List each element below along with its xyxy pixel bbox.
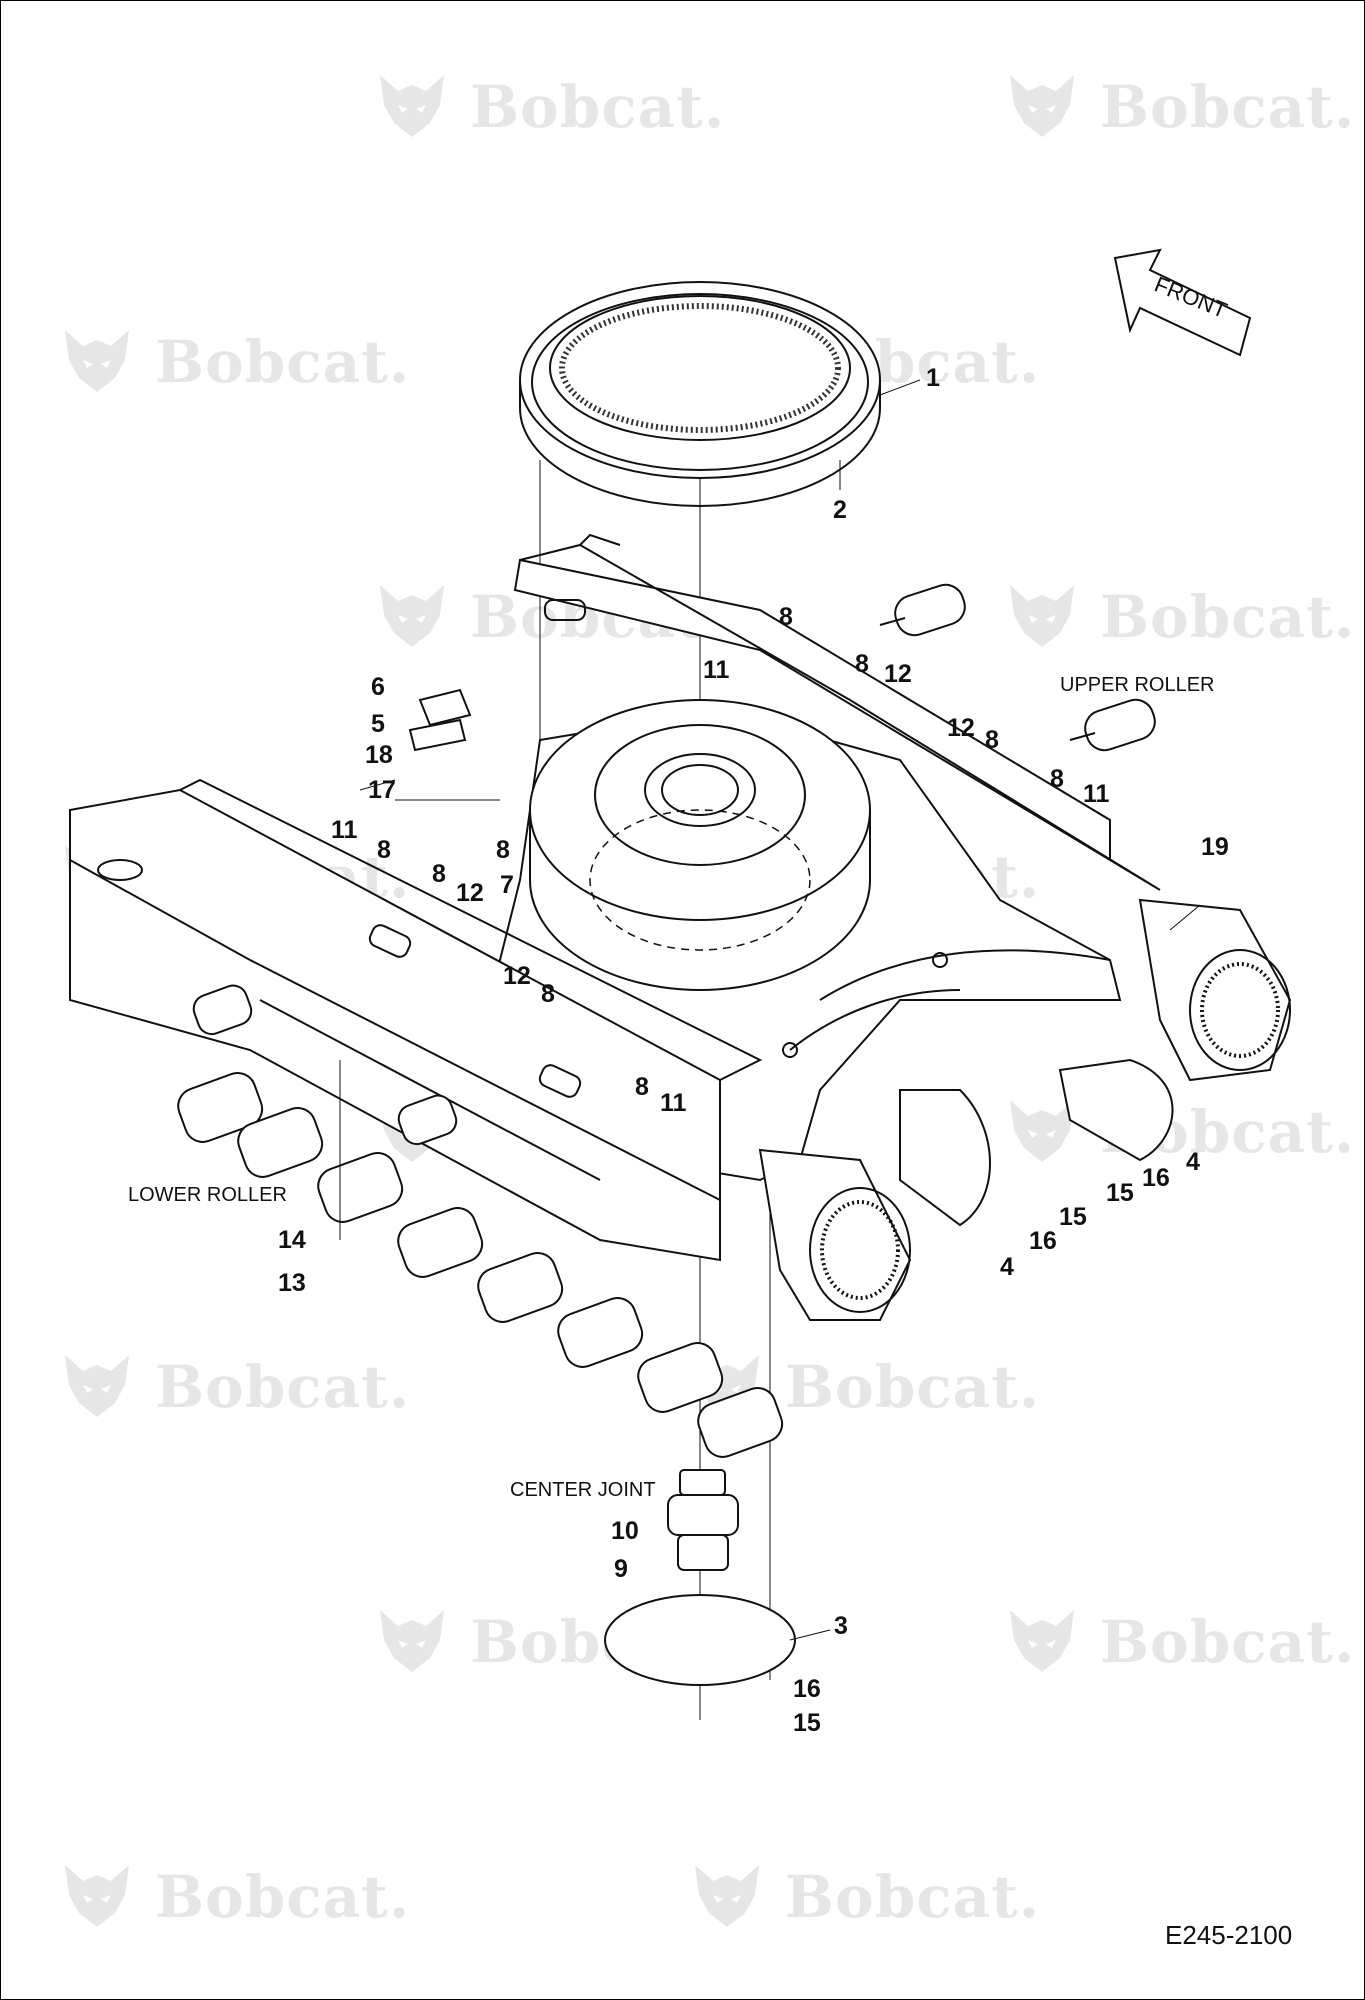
bobcat-logo-icon (1010, 75, 1074, 137)
front-arrow (1113, 248, 1252, 357)
callout-15: 15 (1059, 1203, 1087, 1231)
callout-7: 7 (500, 871, 514, 899)
callout-15: 15 (1106, 1179, 1134, 1207)
callout-8: 8 (985, 726, 999, 754)
bobcat-watermark: Bobcat. (55, 1340, 409, 1430)
bobcat-watermark-text: Bobcat. (155, 328, 411, 396)
upper-roller-caption: UPPER ROLLER (1060, 674, 1215, 696)
callout-14: 14 (278, 1226, 306, 1254)
callout-8: 8 (432, 860, 446, 888)
callout-15: 15 (793, 1709, 821, 1737)
bobcat-logo-icon (1010, 1100, 1074, 1162)
bobcat-logo-icon (1010, 1610, 1074, 1672)
bobcat-logo-icon (65, 330, 129, 392)
bobcat-logo-icon (380, 585, 444, 647)
callout-2: 2 (833, 496, 847, 524)
callout-16: 16 (1029, 1227, 1057, 1255)
upper-roller-1 (879, 583, 966, 637)
center-joint (667, 1469, 739, 1571)
bobcat-watermark: Bobcat. (1000, 570, 1354, 660)
callout-16: 16 (1142, 1164, 1170, 1192)
callout-8: 8 (855, 650, 869, 678)
bobcat-watermark-text: Bobcat. (785, 1863, 1041, 1931)
callout-4: 4 (1000, 1253, 1014, 1281)
callout-11: 11 (703, 656, 730, 684)
bobcat-logo-icon (65, 1355, 129, 1417)
bobcat-logo-icon (695, 1865, 759, 1927)
callout-10: 10 (611, 1517, 639, 1545)
document-id: E245-2100 (1165, 1920, 1293, 1950)
callout-5: 5 (371, 710, 385, 738)
right-drive-housing (1138, 898, 1292, 1082)
bobcat-watermark-text: Bobcat. (470, 73, 726, 141)
callout-19: 19 (1201, 833, 1229, 861)
callout-8: 8 (496, 836, 510, 864)
lower-roller-caption: LOWER ROLLER (128, 1184, 287, 1206)
callout-16: 16 (793, 1675, 821, 1703)
upper-roller-2 (1069, 698, 1156, 752)
callout-4: 4 (1186, 1148, 1200, 1176)
bobcat-watermark-text: Bobcat. (1100, 1608, 1356, 1676)
left-drive-housing (758, 1148, 912, 1321)
bobcat-watermark: Bobcat. (55, 1850, 409, 1940)
bobcat-watermark: Bobcat. (685, 1850, 1039, 1940)
bobcat-watermark-text: Bobcat. (785, 1353, 1041, 1421)
callout-8: 8 (635, 1073, 649, 1101)
left-side-frame (69, 778, 763, 1262)
callout-8: 8 (779, 603, 793, 631)
bobcat-watermark: Bobcat. (370, 60, 724, 150)
bobcat-watermark-text: Bobcat. (1100, 583, 1356, 651)
callout-9: 9 (614, 1555, 628, 1583)
callout-18: 18 (365, 741, 393, 769)
bobcat-watermark-text: Bobcat. (155, 1863, 411, 1931)
bobcat-logo-icon (65, 1865, 129, 1927)
lower-rollers (177, 984, 784, 1458)
callout-11: 11 (331, 816, 358, 844)
callout-6: 6 (371, 673, 385, 701)
bobcat-watermark: Bobcat. (55, 315, 409, 405)
bobcat-logo-icon (380, 75, 444, 137)
callout-12: 12 (884, 660, 912, 688)
callout-11: 11 (660, 1089, 687, 1117)
callout-12: 12 (947, 714, 975, 742)
bobcat-logo-icon (1010, 585, 1074, 647)
callout-12: 12 (456, 879, 484, 907)
right-side-frame (513, 533, 1161, 891)
bobcat-watermark: Bobcat. (1000, 60, 1354, 150)
callout-8: 8 (377, 836, 391, 864)
callout-1: 1 (926, 364, 940, 392)
bobcat-watermark-text: Bobcat. (155, 1353, 411, 1421)
center-joint-caption: CENTER JOINT (510, 1479, 656, 1501)
callout-8: 8 (1050, 765, 1064, 793)
bobcat-watermark: Bobcat. (1000, 1595, 1354, 1685)
bobcat-watermark-text: Bobcat. (1100, 73, 1356, 141)
callout-8: 8 (541, 980, 555, 1008)
callout-17: 17 (368, 776, 396, 804)
callout-12: 12 (503, 962, 531, 990)
turntable (529, 699, 871, 991)
bobcat-logo-icon (380, 1610, 444, 1672)
callout-3: 3 (834, 1612, 848, 1640)
callout-13: 13 (278, 1269, 306, 1297)
callout-11: 11 (1083, 780, 1110, 808)
swing-bearing (519, 281, 881, 507)
